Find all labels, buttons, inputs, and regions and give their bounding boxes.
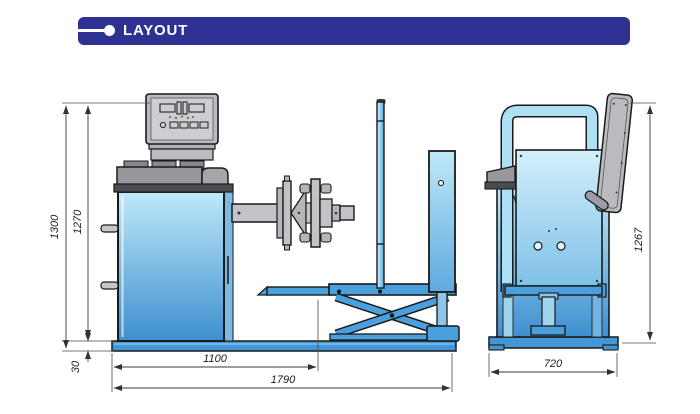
dim-label-1790: 1790 xyxy=(271,374,296,386)
console-button xyxy=(189,121,199,129)
header-bullet-line xyxy=(75,29,111,32)
console-knob xyxy=(159,121,167,129)
dim-label-30: 30 xyxy=(70,360,82,373)
shaft-assembly xyxy=(231,175,355,251)
console-button xyxy=(169,121,179,129)
dim-side-width: 720 xyxy=(490,358,616,376)
dimension-annotations: 1300 1270 30 1100 1790 xyxy=(49,102,656,392)
dim-label-1300: 1300 xyxy=(49,214,61,239)
front-cabinet xyxy=(100,191,234,342)
dim-overall-height: 1300 xyxy=(49,105,70,349)
wheel-guard-hoop xyxy=(500,104,599,292)
flange-plate xyxy=(310,178,321,248)
console-button xyxy=(199,121,209,129)
dim-side-height: 1267 xyxy=(633,105,654,341)
dim-overall-length: 1790 xyxy=(113,374,451,392)
lift-post xyxy=(426,150,460,342)
header-bullet-icon xyxy=(104,25,115,36)
side-view xyxy=(484,92,634,351)
panel-hole-left xyxy=(533,241,543,251)
scissor-pivot xyxy=(389,313,395,318)
display-arm xyxy=(584,190,609,211)
dim-machine-height: 1270 xyxy=(72,105,92,339)
page-title: LAYOUT xyxy=(123,22,189,39)
console-button xyxy=(179,121,189,129)
display-window-right xyxy=(188,103,205,113)
side-back-panel xyxy=(515,149,603,287)
front-base-plate xyxy=(111,340,457,352)
side-peg-lower xyxy=(100,281,119,290)
dim-label-1100: 1100 xyxy=(203,353,228,365)
dim-label-1267: 1267 xyxy=(633,227,645,252)
side-base-plate xyxy=(488,336,619,351)
panel-hole-right xyxy=(556,241,566,251)
dim-base-height: 30 xyxy=(70,330,92,373)
dim-label-1270: 1270 xyxy=(72,209,84,234)
display-console xyxy=(145,93,219,161)
front-view xyxy=(100,93,460,352)
dim-label-720: 720 xyxy=(544,358,563,370)
front-weight-tray xyxy=(113,160,234,193)
lift-rod xyxy=(376,99,386,289)
dim-base-length: 1100 xyxy=(113,353,317,371)
scissor-lift xyxy=(256,283,457,341)
side-lift xyxy=(502,283,607,336)
side-peg-upper xyxy=(100,224,119,233)
display-window-left xyxy=(159,103,176,113)
side-display xyxy=(595,92,634,214)
header-banner xyxy=(78,17,630,45)
